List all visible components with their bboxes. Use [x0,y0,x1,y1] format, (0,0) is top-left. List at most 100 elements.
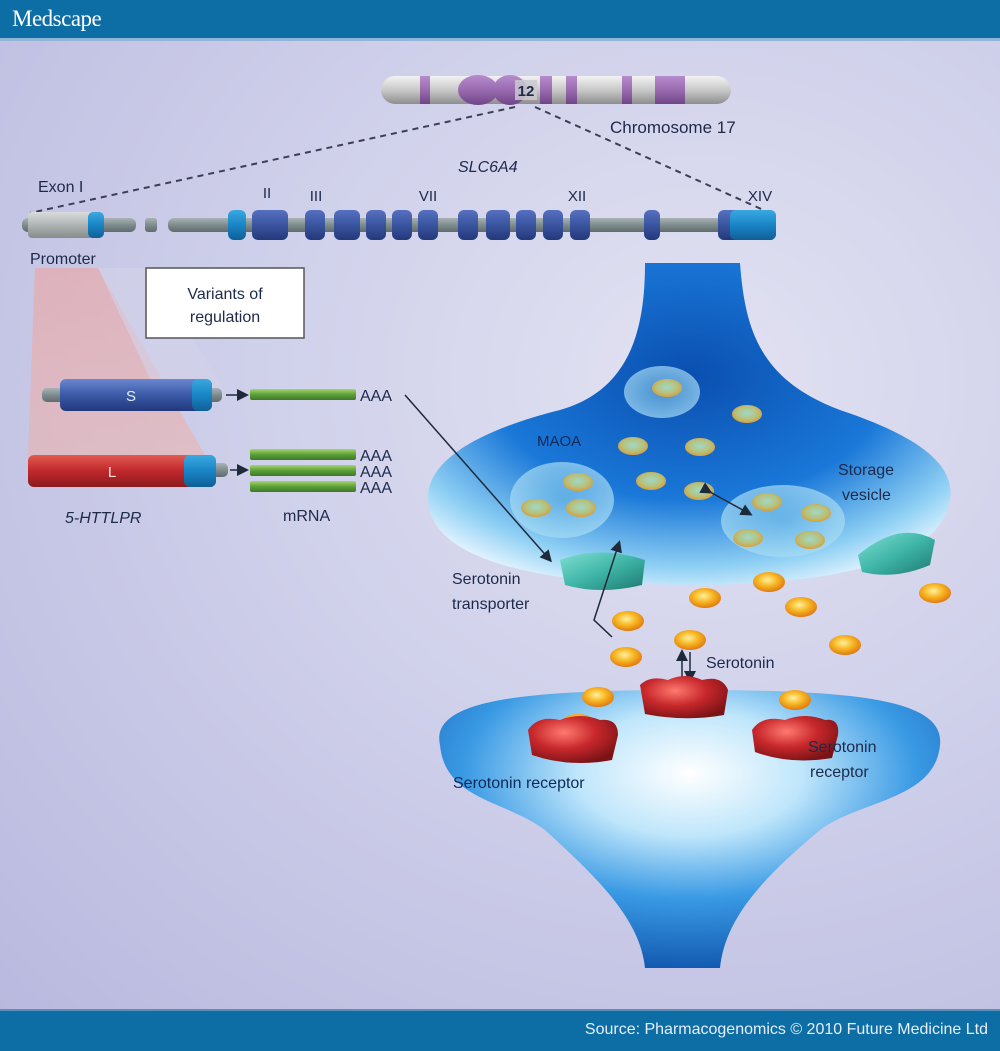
exon [516,210,536,240]
serotonin-molecule [779,690,811,710]
serotonin-molecule [652,379,682,397]
medscape-logo[interactable]: Medscape [12,6,102,31]
storage-vesicle [510,462,614,538]
mrna-label: mRNA [283,508,330,525]
exon [334,210,360,240]
serotonin-receptor-left [528,714,618,764]
variants-line-1: Variants of [187,286,263,303]
chromosome-band [458,75,498,105]
exon-label-iii: III [310,188,323,205]
mrna-to-transporter-arrow [404,394,552,563]
serotonin-molecule [685,438,715,456]
chromosome-band [420,76,430,104]
footer-bar: Source: Pharmacogenomics © 2010 Future M… [0,1009,1000,1051]
serotonin-molecule [732,405,762,423]
serotonin-molecule [752,493,782,511]
serotonin-molecule [566,499,596,517]
chromosome-band [540,76,552,104]
source-credit: Source: Pharmacogenomics © 2010 Future M… [584,1021,988,1038]
serotonin-molecule [521,499,551,517]
exon-label-ii: II [263,185,271,202]
exon [458,210,478,240]
variants-of-regulation-box: Variants of regulation [145,267,305,339]
zoom-line-left [29,106,516,214]
chromosome-band [655,76,685,104]
slc6a4-gene [22,210,776,240]
serotonin-molecule [829,635,861,655]
serotonin-molecule [919,583,951,603]
long-allele-cylinder [28,455,216,487]
serotonin-molecule [733,529,763,547]
long-allele: L [28,455,249,487]
long-allele-label: L [108,464,116,481]
exon [392,210,412,240]
postsynaptic-neuron [439,690,941,968]
5httlpr-label: 5-HTTLPR [65,510,142,527]
receptor-right-label-2: receptor [810,764,869,781]
zoom-line-right [534,106,771,214]
chromosome-band [622,76,632,104]
exon [570,210,590,240]
polya-tail: AAA [360,464,392,481]
polya-tail: AAA [360,388,392,405]
polya-tail: AAA [360,448,392,465]
serotonin-molecule [684,482,714,500]
exon [305,210,325,240]
transporter-label-1: Serotonin [452,571,521,588]
exon [543,210,563,240]
serotonin-receptor-right [752,716,839,761]
serotonin-molecule [563,473,593,491]
exon [418,210,438,240]
short-allele-label: S [126,388,136,405]
receptor-left-label: Serotonin receptor [453,775,585,792]
serotonin-transporter-right [858,532,935,575]
receptor-right-label-1: Serotonin [808,739,877,756]
exon-label-xiv: XIV [748,188,772,205]
exon-i-label: Exon I [38,179,83,196]
promoter-label: Promoter [30,251,96,268]
exon [486,210,510,240]
presynaptic-terminal [427,263,951,585]
exon-label-xii: XII [568,188,586,205]
serotonin-transporter [560,552,645,590]
mrna-strand [250,481,356,492]
intron [145,218,157,232]
exon [252,210,288,240]
band-marker-bg [515,80,537,100]
mrna-strands: AAA AAA AAA AAA mRNA [250,388,392,525]
exon-label-vii: VII [419,188,437,205]
serotonin-molecule [618,437,648,455]
promoter-region [28,212,100,238]
short-allele: S [42,379,249,411]
exon [644,210,660,240]
chromosome-label: Chromosome 17 [610,118,736,137]
serotonin-molecule [795,531,825,549]
storage-vesicle-label-2: vesicle [842,487,891,504]
serotonin-molecule [582,687,614,707]
serotonin-molecule [801,504,831,522]
polya-tail: AAA [360,480,392,497]
reuptake-arrow [593,540,622,638]
exon-xiv-utr [730,210,776,240]
exon [366,210,386,240]
mrna-strand [250,465,356,476]
mrna-strand [250,449,356,460]
serotonin-molecule [674,630,706,650]
header-bar: Medscape [0,0,1000,41]
storage-vesicle-label-1: Storage [838,462,894,479]
exon-i [88,212,104,238]
serotonin-label: Serotonin [706,655,775,672]
serotonin-molecule [785,597,817,617]
short-allele-cylinder [60,379,212,411]
serotonin-molecule [636,472,666,490]
serotonin-molecule [610,647,642,667]
storage-vesicle [721,485,845,557]
transporter-label-2: transporter [452,596,530,613]
serotonin-molecule [689,588,721,608]
gene-name: SLC6A4 [458,159,518,176]
mrna-strand [250,389,356,400]
variants-line-2: regulation [190,309,260,326]
serotonin-molecule [753,572,785,592]
vesicle-exchange-arrow [699,482,753,516]
